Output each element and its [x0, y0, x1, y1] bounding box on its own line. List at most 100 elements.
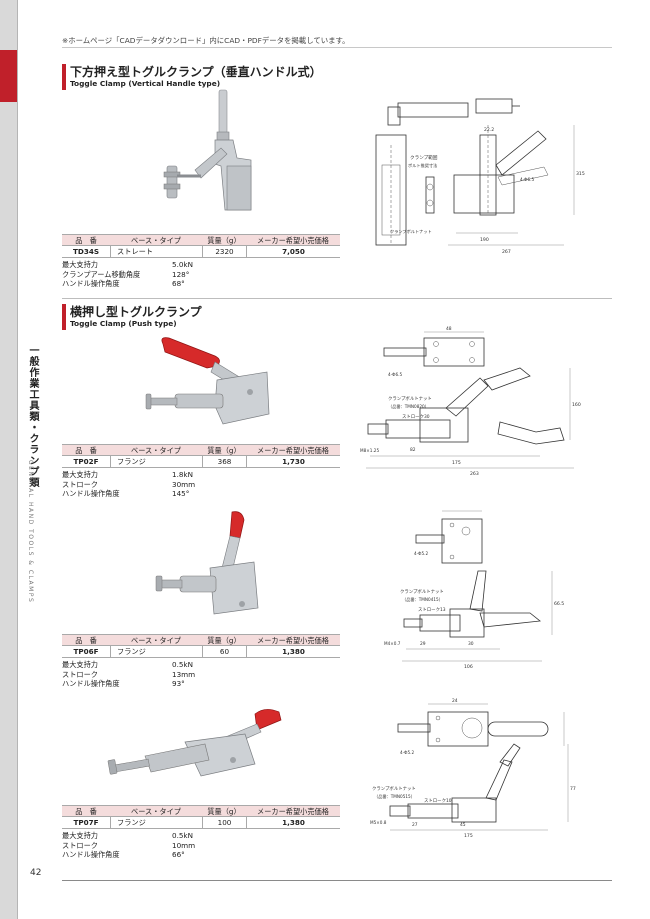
tp02f-dim-d: 4-Φ6.5	[388, 372, 402, 377]
header-base-type: ベース・タイプ	[131, 446, 181, 455]
tp02f-dim-e: 82	[410, 447, 416, 453]
td34s-bolt-nut-label: クランプボルトナット	[390, 228, 432, 235]
header-price: メーカー希望小売価格	[257, 446, 329, 455]
header-price: メーカー希望小売価格	[257, 636, 329, 645]
tp07f-bolt-nut-label: クランプボルトナット	[372, 785, 416, 792]
property-value: 1.8kN	[172, 470, 193, 479]
property-value: 145°	[172, 489, 190, 498]
header-divider	[62, 47, 612, 48]
property-value: 30mm	[172, 479, 196, 489]
property-label: ストローク	[62, 840, 98, 850]
spec-table-header: 品 番 ベース・タイプ 質量（g） メーカー希望小売価格	[62, 234, 340, 246]
td34s-dim-e: 4-Φ6.5	[520, 177, 534, 182]
list-item: 最大支持力 0.5kN	[62, 831, 195, 841]
property-label: 最大支持力	[62, 260, 98, 269]
section-1-title: 下方押え型トグルクランプ（垂直ハンドル式）	[70, 65, 322, 79]
header-code: 品 番	[75, 636, 97, 645]
tp02f-photo	[145, 337, 270, 425]
td34s-drawing: クランプ範囲 ボルト推奨寸法 クランプボルトナット 190 267 315 22…	[375, 98, 585, 255]
table-row: TP06F フランジ 60 1,380	[62, 646, 340, 658]
tp07f-dim-e: 45	[460, 822, 466, 828]
product-weight: 60	[202, 646, 246, 657]
header-base-type: ベース・タイプ	[131, 236, 181, 245]
td34s-dim-c: 315	[576, 171, 585, 177]
property-label: ハンドル操作角度	[62, 679, 120, 688]
tp06f-dim-b: M4×0.7	[384, 641, 401, 646]
tp06f-dim-d: 29	[420, 641, 426, 647]
cad-download-note: ※ホームページ「CADデータダウンロード」内にCAD・PDFデータを掲載していま…	[62, 36, 350, 45]
product-base-type: ストレート	[110, 246, 202, 257]
header-code: 品 番	[75, 446, 97, 455]
spec-table-header: 品 番 ベース・タイプ 質量（g） メーカー希望小売価格	[62, 634, 340, 646]
product-price: 7,050	[246, 246, 340, 257]
tp07f-dim-total: 175	[464, 833, 473, 839]
tp07f-stroke-label: ストローク10	[424, 798, 452, 804]
tp07f-dim-d: 27	[412, 822, 418, 828]
product-base-type: フランジ	[110, 817, 202, 828]
tp07f-photo	[107, 709, 282, 777]
header-weight: 質量（g）	[207, 636, 241, 645]
tp02f-dim-c: M8×1.25	[360, 448, 379, 453]
page-side-tab	[0, 50, 18, 102]
header-base-type: ベース・タイプ	[131, 807, 181, 816]
product-weight: 100	[202, 817, 246, 828]
tp07f-dim-b: M5×0.8	[370, 820, 387, 825]
section-2-marker	[62, 304, 66, 330]
header-weight: 質量（g）	[207, 807, 241, 816]
property-label: ストローク	[62, 669, 98, 679]
header-code: 品 番	[75, 807, 97, 816]
header-code: 品 番	[75, 236, 97, 245]
list-item: 最大支持力 5.0kN	[62, 260, 193, 270]
property-label: クランプアーム移動角度	[62, 269, 141, 279]
product-price: 1,380	[246, 646, 340, 657]
tp07f-part-label: （品番：TMN0515）	[374, 793, 415, 800]
tp02f-stroke-label: ストローク30	[402, 414, 430, 420]
tp02f-drawing: クランプボルトナット （品番：TMN0820） ストローク30 263 175 …	[360, 326, 581, 477]
tp02f-part-label: （品番：TMN0820）	[388, 403, 429, 410]
tp02f-dim-b: 160	[572, 402, 581, 408]
property-label: ストローク	[62, 479, 98, 489]
td34s-bolt-spec-label: ボルト推奨寸法	[408, 162, 437, 169]
tp06f-dim-c: 4-Φ5.2	[414, 551, 428, 556]
page-number: 42	[30, 868, 42, 878]
product-code: TP02F	[73, 457, 99, 466]
header-price: メーカー希望小売価格	[257, 236, 329, 245]
property-value: 66°	[172, 850, 185, 859]
td34s-clamp-range-label: クランプ範囲	[410, 154, 438, 161]
property-label: ハンドル操作角度	[62, 279, 120, 288]
property-value: 5.0kN	[172, 260, 193, 269]
property-value: 93°	[172, 679, 185, 688]
header-price: メーカー希望小売価格	[257, 807, 329, 816]
product-price: 1,380	[246, 817, 340, 828]
product-price: 1,730	[246, 456, 340, 467]
property-label: 最大支持力	[62, 831, 98, 840]
section-1-marker	[62, 64, 66, 90]
page-side-border	[17, 0, 18, 919]
property-value: 0.5kN	[172, 831, 193, 840]
tp07f-dim-c: 4-Φ5.2	[400, 750, 414, 755]
product-code: TD34S	[72, 247, 100, 256]
tp06f-stroke-label: ストローク13	[418, 607, 446, 613]
tp06f-dim-e: 30	[468, 641, 474, 647]
tp06f-drawing: クランプボルトナット （品番：TMN0415） ストローク13 106 66.5…	[384, 510, 564, 670]
tp06f-photo	[155, 511, 259, 615]
page-side-strip	[0, 0, 18, 919]
tp07f-dim-f: 24	[452, 698, 458, 704]
tp02f-dim-a: 175	[452, 460, 461, 466]
tp06f-part-label: （品番：TMN0415）	[402, 596, 443, 603]
header-weight: 質量（g）	[207, 446, 241, 455]
td34s-photo	[163, 89, 252, 211]
product-weight: 2320	[202, 246, 246, 257]
category-label-en: GENERAL HAND TOOLS & CLAMPS	[27, 460, 34, 604]
property-label: ハンドル操作角度	[62, 489, 120, 498]
tp06f-bolt-nut-label: クランプボルトナット	[400, 588, 444, 595]
tp06f-dim-total: 106	[464, 664, 473, 670]
td34s-dim-a: 190	[480, 237, 489, 243]
